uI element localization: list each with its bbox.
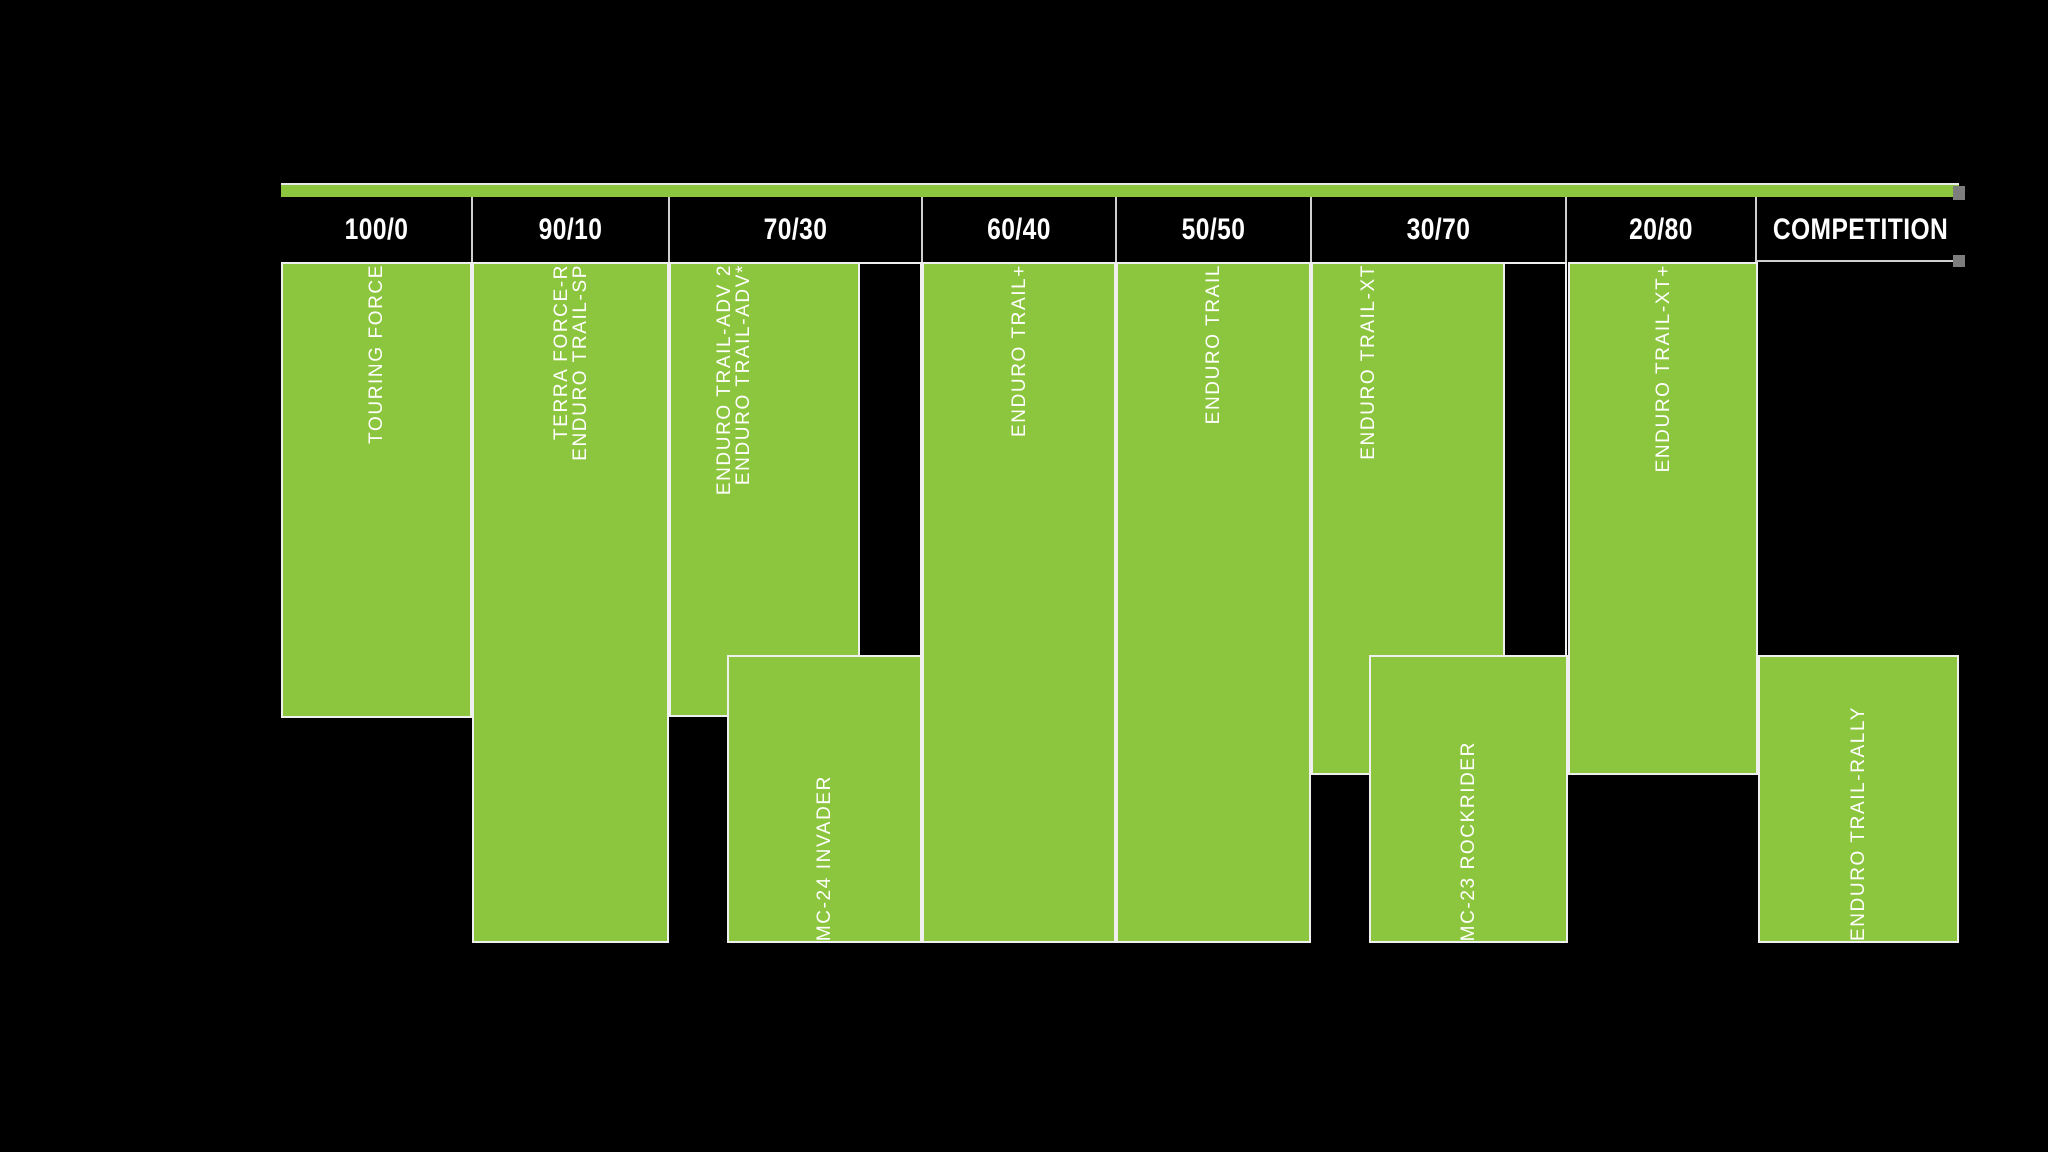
bar-label: MC-23 ROCKRIDER <box>1458 740 1479 941</box>
top-rule-end-cap <box>1953 186 1965 200</box>
header-divider <box>668 197 670 262</box>
header-label: 30/70 <box>1406 212 1471 246</box>
bar-enduro-trail[interactable]: ENDURO TRAIL <box>1116 262 1311 943</box>
bar-label: ENDURO TRAIL-SP <box>569 264 591 461</box>
header-label: 90/10 <box>538 212 603 246</box>
bar-enduro-trail-xt-plus[interactable]: ENDURO TRAIL-XT+ <box>1568 262 1758 775</box>
bar-label: ENDURO TRAIL-ADV* <box>733 264 754 486</box>
bar-label: ENDURO TRAIL-XT+ <box>1652 264 1674 473</box>
header-label: 60/40 <box>987 212 1051 246</box>
bar-label: ENDURO TRAIL-RALLY <box>1848 705 1869 941</box>
bar-label: ENDURO TRAIL+ <box>1008 264 1030 438</box>
bar-enduro-trail-plus[interactable]: ENDURO TRAIL+ <box>922 262 1116 943</box>
bar-label-group: ENDURO TRAIL-RALLY <box>1760 657 1957 941</box>
bar-label-group: MC-23 ROCKRIDER <box>1371 657 1566 941</box>
header-divider <box>921 197 923 262</box>
bar-terra-force-r[interactable]: TERRA FORCE-R ENDURO TRAIL-SP <box>472 262 669 943</box>
bar-label: ENDURO TRAIL-XT <box>1358 264 1379 460</box>
header-band: 100/0 90/10 70/30 60/40 50/50 30/70 20/8… <box>281 197 1965 267</box>
bar-label: TOURING FORCE <box>366 264 387 444</box>
bar-label: TERRA FORCE-R <box>550 264 572 440</box>
header-end-cap <box>1953 255 1965 267</box>
bar-notch-30-70 <box>1503 262 1567 658</box>
header-cell-20-80[interactable]: 20/80 <box>1583 197 1739 262</box>
header-label: 20/80 <box>1629 212 1693 246</box>
header-divider <box>471 197 473 262</box>
header-cell-90-10[interactable]: 90/10 <box>490 197 652 262</box>
bar-label: MC-24 INVADER <box>814 774 835 941</box>
header-divider <box>1755 197 1757 262</box>
header-label: COMPETITION <box>1772 212 1949 246</box>
bar-label-group: MC-24 INVADER <box>729 657 920 941</box>
bar-label-group: TOURING FORCE <box>283 264 470 716</box>
header-cell-competition[interactable]: COMPETITION <box>1772 197 1949 262</box>
top-green-rule <box>281 183 1959 197</box>
bar-touring-force[interactable]: TOURING FORCE <box>281 262 472 718</box>
header-cell-50-50[interactable]: 50/50 <box>1134 197 1294 262</box>
header-cell-60-40[interactable]: 60/40 <box>939 197 1098 262</box>
bar-notch-70-30 <box>858 262 922 658</box>
header-label: 70/30 <box>763 212 828 246</box>
bar-label: ENDURO TRAIL <box>1203 264 1224 425</box>
bar-label-group: ENDURO TRAIL+ <box>924 264 1114 941</box>
bar-enduro-trail-rally[interactable]: ENDURO TRAIL-RALLY <box>1758 655 1959 943</box>
header-cell-30-70[interactable]: 30/70 <box>1334 197 1543 262</box>
bar-label-group: ENDURO TRAIL-XT+ <box>1570 264 1756 773</box>
header-divider <box>1310 197 1312 262</box>
bar-label-group: ENDURO TRAIL <box>1118 264 1309 941</box>
bar-label-group: TERRA FORCE-R ENDURO TRAIL-SP <box>474 264 667 941</box>
header-label: 100/0 <box>344 212 409 246</box>
header-label: 50/50 <box>1181 212 1246 246</box>
header-divider <box>1565 197 1567 262</box>
header-cell-70-30[interactable]: 70/30 <box>692 197 899 262</box>
bar-mc-24-invader[interactable]: MC-24 INVADER <box>727 655 922 943</box>
header-divider <box>1115 197 1117 262</box>
bar-label: ENDURO TRAIL-ADV 2 <box>714 264 735 496</box>
header-cell-100-0[interactable]: 100/0 <box>298 197 455 262</box>
bar-mc-23-rockrider[interactable]: MC-23 ROCKRIDER <box>1369 655 1568 943</box>
header-bottom-rule <box>1756 260 1965 262</box>
